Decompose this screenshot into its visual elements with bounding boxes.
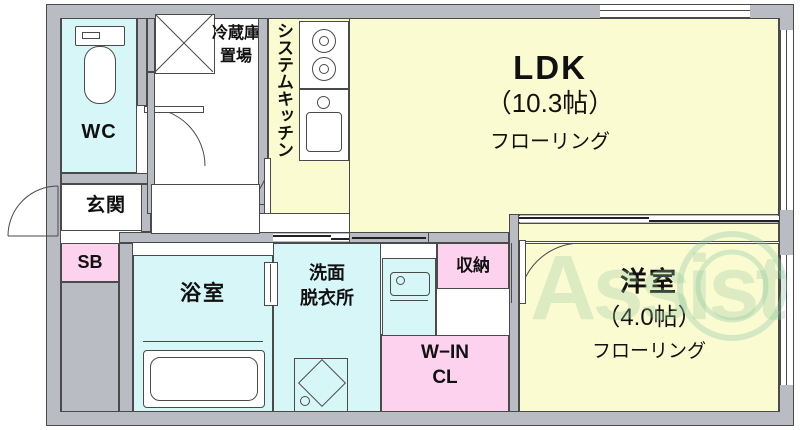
ldk-label: LDK	[513, 49, 587, 86]
vanity-tap	[396, 276, 405, 285]
door-leaf-wc	[144, 106, 204, 113]
reizouko-sub: 置場	[219, 48, 252, 65]
yokushitsu-label: 浴室	[180, 282, 226, 305]
senmen-label: 洗面	[309, 263, 345, 283]
yoshitsu-label: 洋室	[620, 267, 678, 297]
room-genkan	[61, 184, 151, 231]
sliding-door-senmen-line-1	[273, 235, 331, 237]
stove-burner-1	[312, 29, 336, 53]
sink-basin	[306, 112, 342, 152]
window-ldk-right	[780, 30, 794, 210]
wall-yoshitsu-left	[509, 214, 519, 412]
reizouko-cross-icon	[155, 14, 213, 72]
wc-label: WC	[81, 121, 117, 143]
yoshitsu-area: （4.0帖）	[596, 304, 702, 331]
wall-top-left-block	[147, 18, 155, 72]
room-win-cl	[381, 335, 509, 412]
stove-burner-1-inner	[319, 36, 329, 46]
door-leaf-kitchen	[264, 158, 271, 214]
genkan-label: 玄関	[85, 195, 126, 216]
door-leaf-yoshitsu	[519, 240, 526, 304]
door-arc-wc	[147, 108, 206, 167]
room-yoshitsu	[519, 243, 779, 412]
room-ldk	[349, 18, 779, 242]
door-ldk-line	[352, 237, 426, 239]
shuno-label: 収納	[456, 256, 490, 275]
vanity-line	[390, 300, 428, 301]
stove-burner-2	[312, 57, 336, 81]
room-sb	[61, 243, 119, 282]
watermark-swirl-icon	[677, 231, 787, 341]
washing-machine-drain	[300, 396, 310, 406]
watermark-assist: Assist	[530, 237, 786, 339]
toilet-bowl	[84, 46, 116, 104]
entrance-door-arc	[7, 185, 59, 237]
sliding-door-senmen	[273, 234, 381, 241]
corridor-floor	[151, 184, 260, 234]
door-bath-line	[270, 264, 271, 302]
door-yoshitsu	[511, 243, 512, 303]
room-shuno	[437, 243, 509, 289]
vanity-unit	[382, 258, 436, 336]
stove-burner-2-inner	[319, 64, 329, 74]
bathtub-divider	[143, 341, 263, 342]
win-cl-sub: CL	[432, 367, 458, 388]
wall-genkan-left-vert	[61, 173, 151, 184]
window-yoshitsu-right	[780, 255, 794, 385]
reizouko-label: 冷蔵庫	[211, 25, 260, 42]
toilet-lever	[82, 32, 100, 39]
sink-tap	[317, 96, 330, 109]
wall-sb-bottom	[61, 282, 119, 412]
kitchen-label: システムキッチン	[274, 22, 293, 158]
window-yoshitsu-right-mullion	[786, 255, 787, 385]
wall-wc-right	[137, 18, 147, 106]
sliding-door-yoshitsu-top	[519, 216, 779, 222]
ldk-flooring: フローリング	[490, 131, 610, 153]
door-bath	[264, 262, 278, 306]
ldk-area: （10.3帖）	[485, 88, 615, 118]
yoshitsu-flooring: フローリング	[591, 341, 706, 362]
window-ldk-right-mullion	[786, 30, 787, 210]
toilet-tank	[75, 26, 125, 46]
win-cl-label: W−IN	[420, 342, 470, 363]
vanity-basin	[390, 272, 430, 296]
sliding-door-line-1	[519, 217, 649, 219]
sliding-door-line-2	[649, 220, 779, 222]
wall-sb-right	[119, 243, 133, 412]
senmen-sub: 脱衣所	[300, 288, 354, 308]
window-ldk-top	[600, 4, 750, 18]
window-ldk-top-mullion	[600, 10, 750, 11]
bathtub-inner	[150, 357, 258, 401]
sb-label: SB	[77, 252, 103, 272]
